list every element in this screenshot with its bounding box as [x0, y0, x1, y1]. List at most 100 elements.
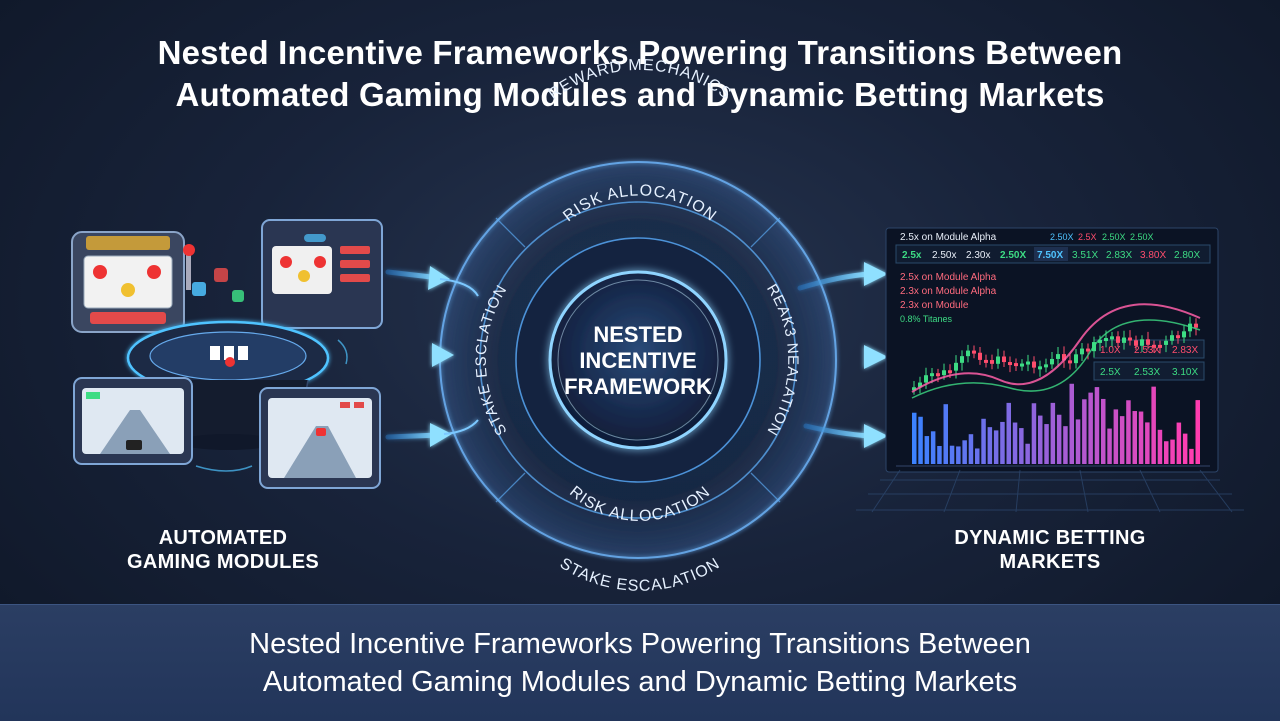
betting-markets-label: DYNAMIC BETTING MARKETS — [925, 526, 1175, 574]
candle-body — [1074, 354, 1078, 364]
volume-bar — [1126, 400, 1131, 464]
market-row: 2.3x on Module — [900, 300, 969, 311]
volume-bar — [937, 445, 942, 464]
volume-bar — [1038, 415, 1043, 464]
ticker-odd: 3.80X — [1140, 250, 1166, 261]
odds-box-row-1: 1.0X 2.53X 2.83X — [1093, 339, 1205, 359]
volume-bar — [1094, 387, 1100, 464]
volume-bar — [1164, 441, 1169, 464]
volume-bar — [1075, 419, 1081, 464]
volume-bar — [912, 412, 917, 464]
odds-box-value: 2.53X — [1134, 367, 1160, 378]
gaming-modules-label: AUTOMATED GAMING MODULES — [98, 526, 348, 574]
core-disc — [548, 270, 728, 450]
candle-body — [1014, 363, 1018, 367]
volume-bar — [1107, 428, 1112, 464]
grid-floor — [856, 469, 1244, 513]
betting-markets-illustration: 2.5x on Module Alpha 2.50X 2.5X 2.50X 2.… — [856, 227, 1244, 513]
volume-bar — [1170, 439, 1175, 464]
arrow-right-icon — [385, 343, 454, 367]
volume-bar — [1182, 433, 1188, 464]
candle-body — [1104, 338, 1108, 342]
volume-bar — [1088, 392, 1093, 464]
candle-body — [1056, 354, 1060, 359]
candle-body — [1080, 348, 1084, 355]
candle-body — [936, 373, 940, 377]
title-line-2: Automated Gaming Modules and Dynamic Bet… — [175, 76, 1105, 113]
candle-body — [954, 362, 958, 371]
market-row: 0.8% Titanes — [900, 314, 953, 324]
candle-body — [1050, 358, 1054, 365]
odds-box-value: 2.53X — [1134, 345, 1160, 356]
volume-bar — [1132, 411, 1137, 464]
volume-bar — [1063, 426, 1068, 464]
arrow-right-icon — [797, 262, 888, 291]
volume-bar — [1138, 411, 1144, 464]
volume-bar — [1000, 421, 1005, 464]
ring-dividers — [495, 217, 781, 503]
volume-series — [912, 383, 1200, 464]
market-panel — [885, 227, 1219, 473]
ring-label-outer-bottom: STAKE ESCALATION — [557, 555, 723, 595]
candle-body — [1086, 348, 1090, 352]
core-label-line-1: NESTED — [593, 322, 682, 347]
odds-box-value: 1.0X — [1100, 345, 1121, 356]
candle-body — [996, 356, 1000, 364]
arrow-right-icon — [385, 419, 479, 447]
candle-body — [1098, 339, 1102, 343]
volume-bar — [1006, 402, 1011, 464]
footer-caption: Nested Incentive Frameworks Powering Tra… — [0, 625, 1280, 701]
gaming-modules-label-line-2: GAMING MODULES — [127, 551, 319, 573]
betting-markets-label-line-2: MARKETS — [999, 551, 1101, 573]
candle-body — [1068, 360, 1072, 364]
candle-body — [1032, 361, 1036, 368]
odds-box-value: 2.83X — [1172, 345, 1198, 356]
nested-framework-diagram: NESTED INCENTIVE FRAMEWORK REWARD MECHAN… — [439, 57, 837, 595]
trend-line-green — [911, 319, 1201, 399]
volume-bar — [975, 448, 980, 464]
candle-body — [1170, 335, 1174, 341]
candle-body — [1002, 356, 1006, 363]
betting-markets-label-line-1: DYNAMIC BETTING — [954, 527, 1146, 549]
market-header: 2.5x on Module Alpha — [900, 232, 997, 243]
volume-bar — [943, 404, 948, 464]
candle-body — [912, 387, 916, 391]
gaming-modules-label-line-1: AUTOMATED — [158, 527, 288, 549]
volume-bar — [956, 446, 961, 464]
footer-caption-line-1: Nested Incentive Frameworks Powering Tra… — [249, 628, 1031, 660]
candle-body — [1026, 361, 1030, 365]
candle-body — [930, 373, 934, 377]
volume-bar — [1176, 422, 1182, 464]
volume-bar — [1101, 398, 1106, 464]
candle-body — [1194, 323, 1198, 328]
diagram-canvas: NESTED INCENTIVE FRAMEWORK REWARD MECHAN… — [71, 57, 1244, 595]
candle-body — [1158, 344, 1162, 348]
candle-body — [1176, 335, 1180, 339]
volume-bar — [987, 427, 993, 464]
core-label-line-2: INCENTIVE — [579, 348, 696, 373]
footer-caption-line-2: Automated Gaming Modules and Dynamic Bet… — [262, 666, 1018, 698]
volume-bar — [1195, 400, 1200, 464]
flow-arrows-right — [797, 262, 888, 448]
candle-body — [1038, 366, 1042, 370]
candle-body — [1134, 340, 1138, 346]
volume-bar — [930, 431, 936, 464]
candle-body — [918, 382, 922, 388]
volume-bar — [1119, 416, 1125, 464]
candle-body — [978, 352, 982, 360]
arrow-right-icon — [385, 266, 479, 297]
ticker-odd: 7.50X — [1037, 250, 1063, 261]
volume-bar — [981, 418, 986, 464]
candle-body — [960, 356, 964, 363]
market-row: 2.5x on Module Alpha — [900, 272, 997, 283]
ring-label-outer-top: REWARD MECHANICS — [546, 57, 735, 103]
candle-body — [1020, 363, 1024, 367]
ticker-odd: 2.83X — [1106, 250, 1132, 261]
volume-bar — [1012, 422, 1018, 464]
candle-body — [1128, 337, 1132, 341]
volume-bar — [1025, 443, 1030, 464]
volume-bar — [1157, 429, 1163, 464]
title-line-1: Nested Incentive Frameworks Powering Tra… — [157, 34, 1123, 71]
volume-bar — [1082, 399, 1087, 464]
odds-ticker: 2.5x 2.50x 2.30x 2.50X 7.50X 3.51X 2.83X… — [895, 244, 1211, 264]
